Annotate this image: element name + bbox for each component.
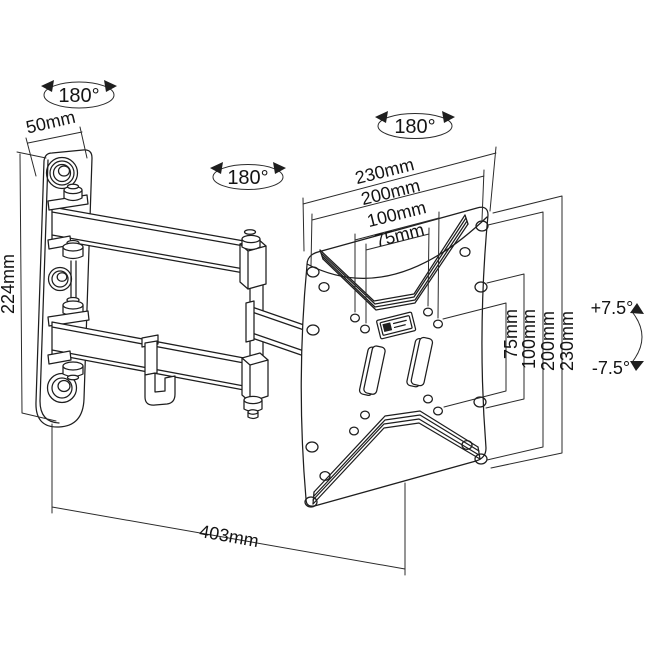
lower-end-box — [241, 352, 269, 403]
extension-length-label: 403mm — [198, 521, 261, 551]
vesa-hole — [474, 453, 488, 465]
dim-right-200mm: 200mm — [486, 211, 558, 461]
vesa-hole — [304, 496, 318, 508]
swivel-wall-label: 180° — [58, 85, 99, 107]
vesa-top-bend — [319, 214, 469, 311]
vesa-hole — [318, 281, 330, 293]
vesa-height-200-label: 200mm — [538, 311, 558, 371]
vesa-hole — [359, 410, 371, 420]
vesa-hole — [306, 324, 320, 336]
pivot-column — [239, 229, 269, 420]
tilt-up-label: +7.5° — [591, 298, 634, 318]
lower-arm-ledge — [47, 350, 72, 365]
tilt-arrow-icon — [630, 303, 644, 314]
swivel-indicator-mid: 180° — [210, 162, 286, 190]
level-sticker — [376, 311, 417, 340]
vesa-height-100-label: 100mm — [519, 309, 539, 369]
vesa-plate — [300, 206, 489, 508]
tilt-down-label: -7.5° — [592, 358, 630, 378]
middle-arm-flange — [245, 300, 255, 343]
vesa-hole — [432, 406, 444, 416]
vesa-height-230-label: 230mm — [557, 311, 577, 371]
rotate-arrow-icon — [442, 111, 455, 123]
middle-arm — [245, 300, 305, 357]
vesa-bottom-bend — [312, 410, 481, 505]
dim-right-230mm: 230mm — [490, 195, 577, 469]
wall-hinge-bolts — [47, 183, 90, 327]
vesa-hole — [474, 281, 488, 293]
vesa-slot-left — [358, 345, 386, 396]
tilt-arrow-icon — [630, 361, 644, 371]
wall-plate-hole-bottom — [46, 372, 78, 404]
swivel-indicator-plate: 180° — [375, 111, 455, 139]
wall-plate-hole-top — [45, 156, 79, 190]
vesa-hole — [305, 441, 319, 453]
vesa-holes — [304, 220, 489, 508]
vesa-hole — [461, 439, 473, 451]
rotate-arrow-icon — [273, 162, 286, 174]
dim-224mm: 224mm — [0, 151, 57, 422]
vesa-top-flap-edge — [306, 216, 488, 279]
vesa-hole — [475, 220, 489, 232]
hinge-pin — [70, 260, 77, 300]
dim-right-100mm: 100mm — [485, 273, 539, 409]
vesa-hole — [459, 246, 471, 258]
swivel-indicator-wall: 180° — [41, 80, 117, 109]
rotate-arrow-icon — [41, 80, 54, 92]
tilt-indicator: +7.5° -7.5° — [591, 298, 644, 378]
vesa-hole — [306, 266, 320, 278]
hex-bolt — [62, 239, 84, 260]
vesa-hole — [422, 307, 434, 317]
washer — [47, 310, 90, 327]
rotate-arrow-icon — [210, 162, 223, 174]
vesa-hole — [432, 319, 444, 329]
swivel-plate-label: 180° — [394, 116, 435, 138]
rotate-arrow-icon — [104, 80, 117, 92]
vesa-hole — [473, 396, 487, 408]
vesa-height-75-label: 75mm — [501, 309, 521, 359]
vesa-hole — [319, 470, 331, 482]
hex-bolt — [241, 229, 261, 251]
wall-plate-width-label: 50mm — [24, 107, 77, 138]
vesa-hole — [422, 394, 434, 404]
hex-bolt — [63, 183, 83, 202]
vesa-hole — [348, 426, 360, 436]
vesa-slot-right — [406, 336, 434, 388]
swivel-mid-label: 180° — [227, 167, 268, 189]
dim-right-75mm: 75mm — [442, 302, 521, 408]
upper-arm — [47, 206, 245, 274]
wall-plate-height-label: 224mm — [0, 254, 18, 314]
hex-nut — [243, 395, 263, 420]
cable-clip — [141, 334, 176, 406]
hex-bolt — [62, 361, 84, 381]
vesa-hole — [349, 313, 361, 323]
rotate-arrow-icon — [375, 111, 388, 123]
vesa-hole — [359, 324, 371, 334]
